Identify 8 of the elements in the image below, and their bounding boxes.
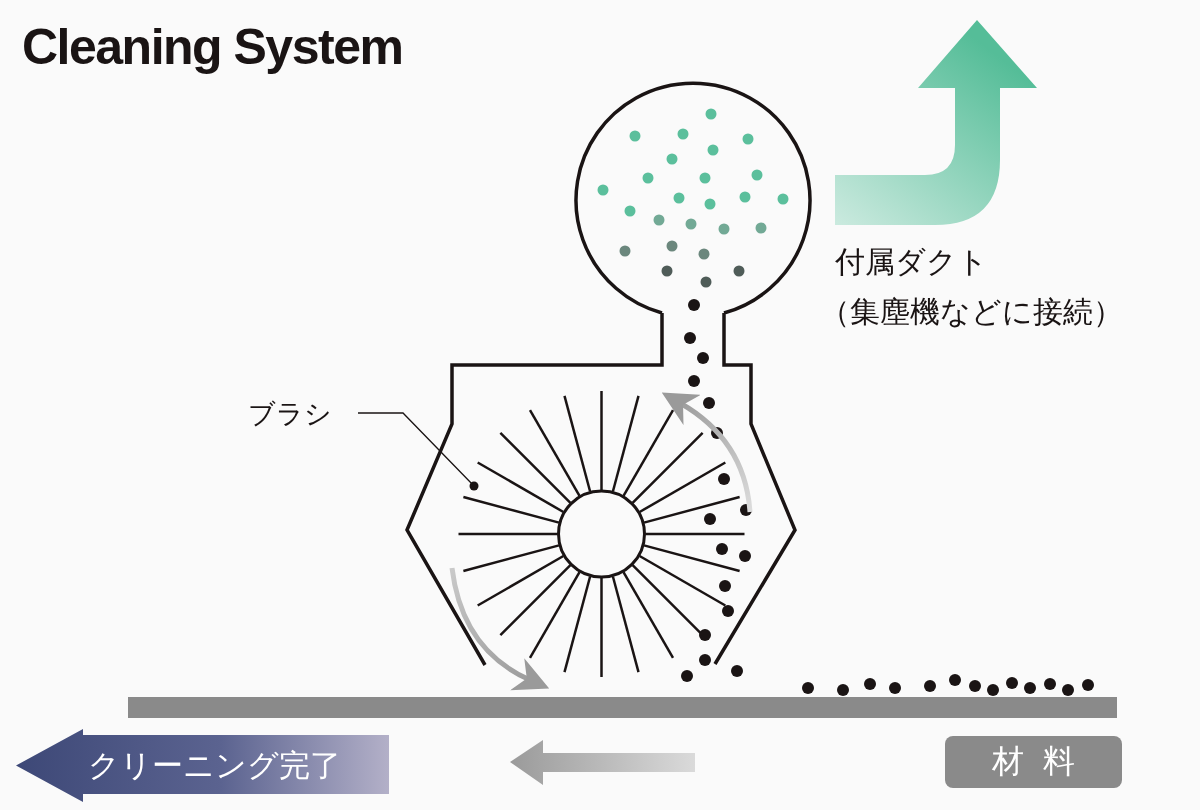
- part-label: ブラシ: [248, 396, 348, 430]
- leader-line: [357, 412, 479, 491]
- diagram-title: Cleaning System: [22, 18, 403, 76]
- completion-label: クリーニング完了: [88, 746, 341, 785]
- duct-label: （集塵機などに接続）: [820, 293, 1123, 331]
- material-tag: 材料: [945, 736, 1122, 788]
- completion-arrow-band: [16, 729, 389, 802]
- duct-label: 付属ダクト: [835, 243, 988, 281]
